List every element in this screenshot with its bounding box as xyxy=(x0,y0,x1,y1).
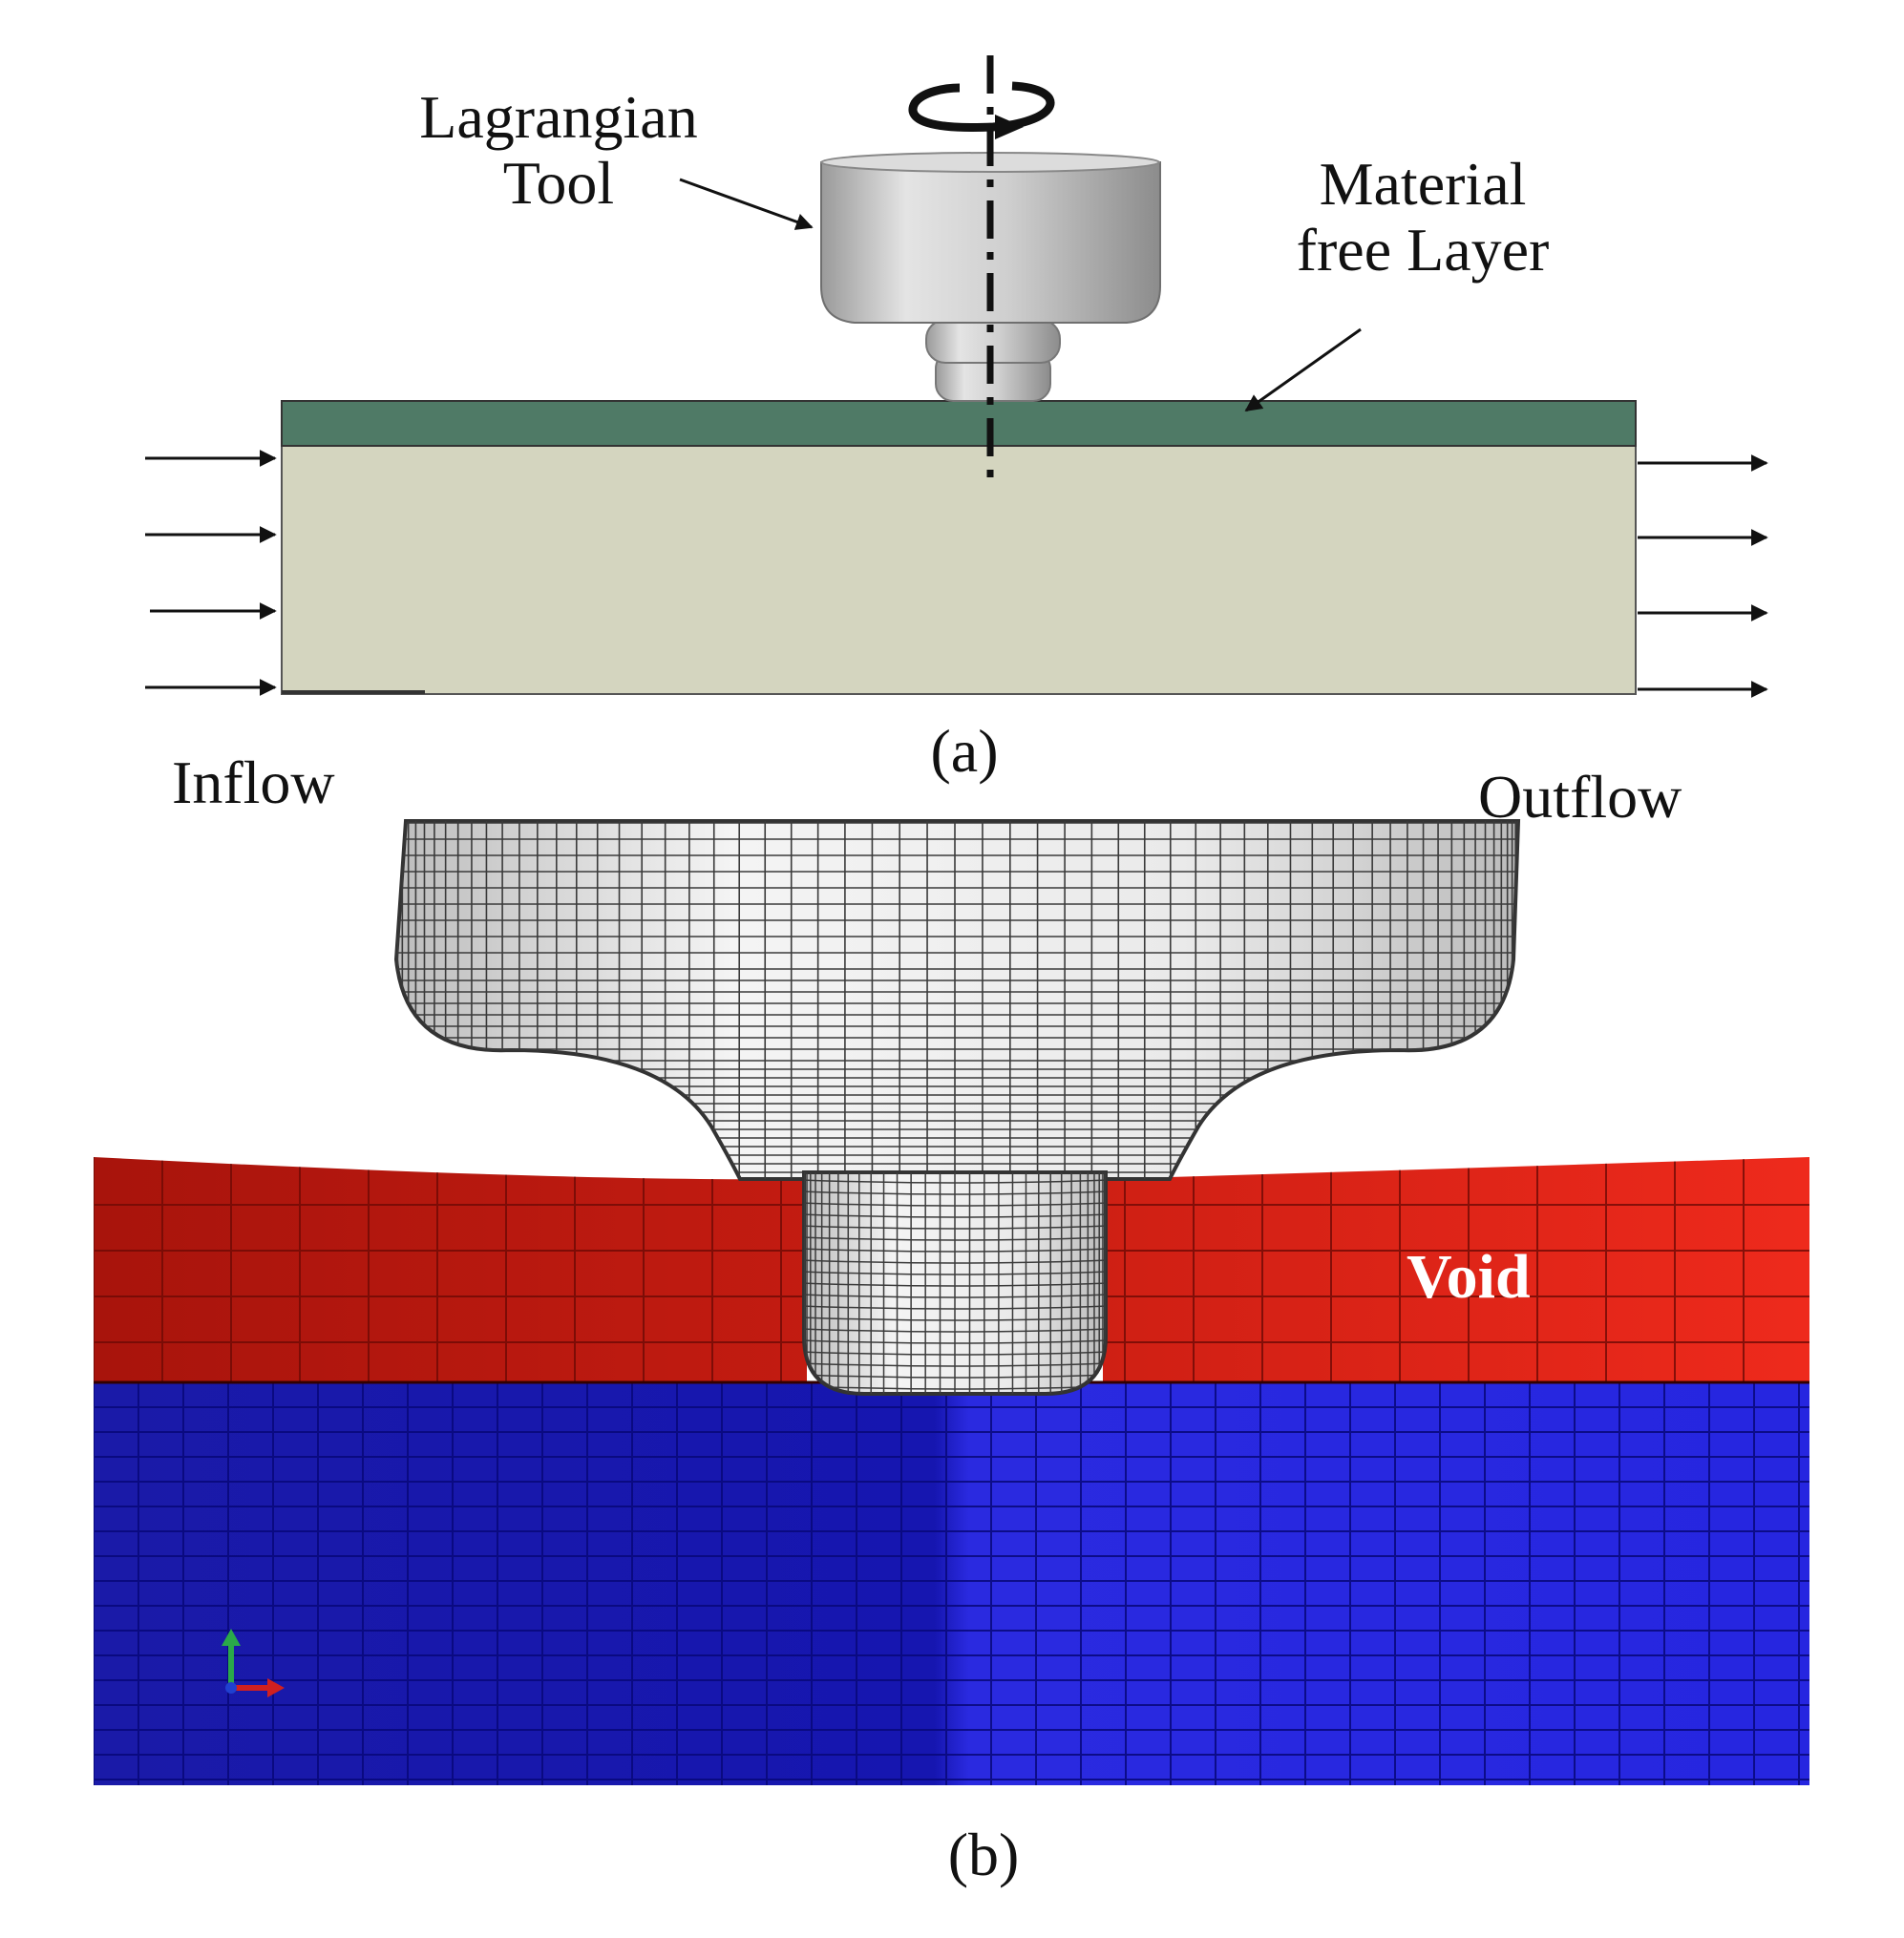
workpiece-block xyxy=(281,445,1637,695)
axis-triad-icon xyxy=(222,1629,285,1697)
void-label: Void xyxy=(1407,1242,1531,1312)
rotation-arrow-icon xyxy=(908,81,1055,139)
layer-leader-arrow xyxy=(1244,327,1362,412)
inflow-label: Inflow xyxy=(172,748,335,816)
material-free-layer xyxy=(281,400,1637,447)
workpiece-mesh xyxy=(94,1382,1809,1785)
tool-label: Lagrangian Tool xyxy=(382,84,735,216)
outflow-arrows xyxy=(1638,454,1768,698)
inflow-arrows xyxy=(145,450,277,696)
tool-label-line1: Lagrangian xyxy=(419,83,698,151)
layer-label: Material free Layer xyxy=(1251,151,1595,283)
tool-leader-arrow xyxy=(679,178,814,230)
layer-label-line1: Material xyxy=(1319,150,1527,218)
panel-a-caption: (a) xyxy=(930,717,999,785)
tool-label-line2: Tool xyxy=(502,149,615,218)
layer-label-line2: free Layer xyxy=(1296,216,1550,284)
lagrangian-tool xyxy=(820,152,1161,402)
outflow-label: Outflow xyxy=(1478,763,1682,831)
panel-b-caption: (b) xyxy=(947,1821,1020,1888)
